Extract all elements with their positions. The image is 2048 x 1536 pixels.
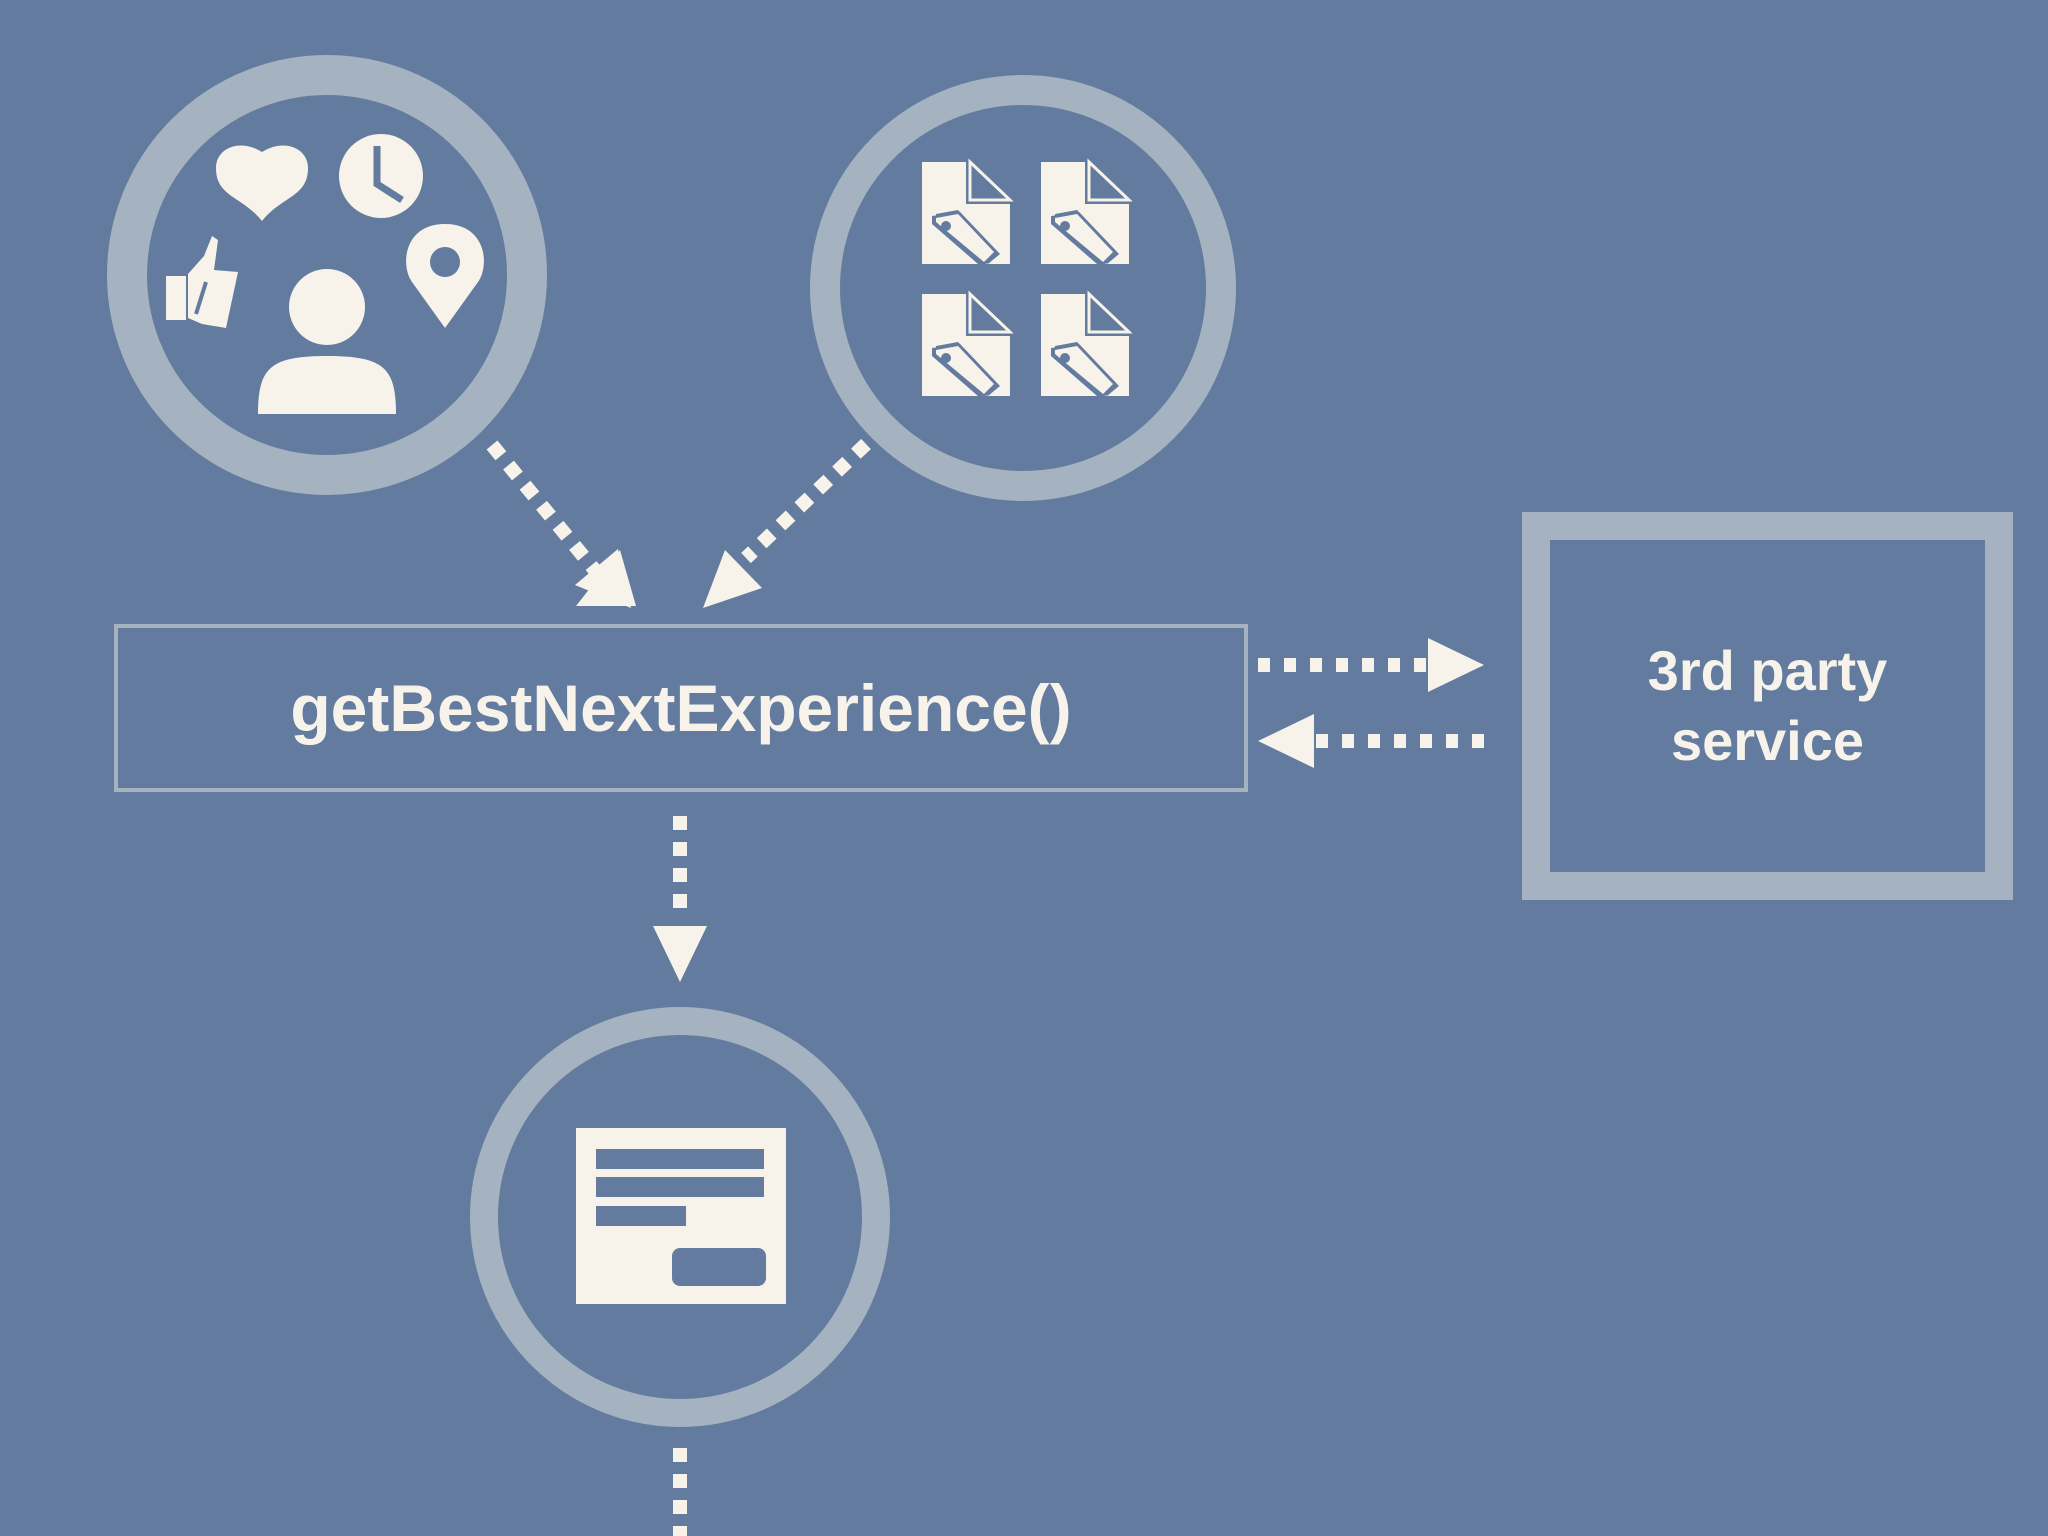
- arrow-content-to-function: [703, 438, 871, 608]
- function-label: getBestNextExperience(): [290, 671, 1072, 745]
- user-context-node: [107, 55, 547, 495]
- heart-icon: [216, 145, 308, 221]
- arrow-user-to-function: [486, 440, 636, 608]
- function-box: [114, 624, 1248, 792]
- location-pin-icon: [406, 224, 484, 328]
- person-icon: [258, 269, 396, 414]
- output-node: [470, 1007, 890, 1427]
- clock-icon: [339, 134, 423, 218]
- arrow-function-to-output: [653, 816, 707, 982]
- arrow-service-to-function: [1258, 714, 1484, 768]
- content-items-node: [810, 75, 1236, 501]
- content-card-icon: [576, 1128, 786, 1304]
- content-items-ring: [810, 75, 1236, 501]
- arrow-function-to-service: [1258, 638, 1484, 692]
- service-label: 3rd party service: [1550, 540, 1985, 872]
- service-box: [1522, 512, 2013, 900]
- thumbs-up-icon: [166, 236, 238, 328]
- service-label-line2: service: [1670, 709, 1865, 772]
- service-label-line1: 3rd party: [1647, 639, 1888, 702]
